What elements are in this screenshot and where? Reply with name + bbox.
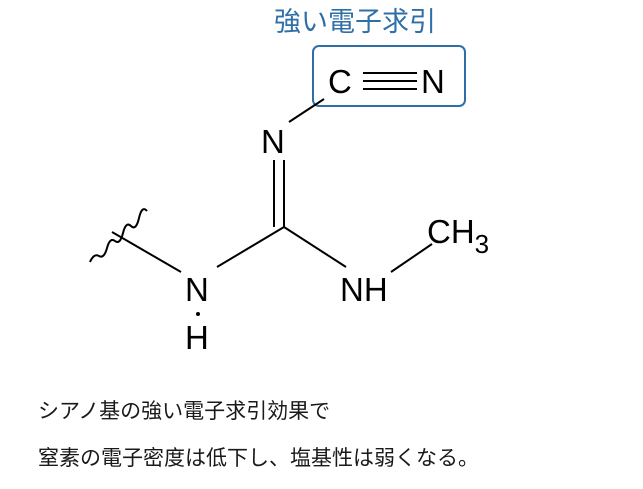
bond-central-c-to-right-nh [283,226,347,268]
imine-nitrogen-label: N [261,123,285,160]
bond-attachment-to-left-nh [111,231,182,273]
bond-central-c-to-left-nh [216,226,285,268]
triple-bond [363,72,417,90]
cyano-carbon-label: C [328,63,352,100]
caption-line-2: 窒素の電子密度は低下し、塩基性は弱くなる。 [38,446,479,470]
cyano-nitrogen-label: N [421,63,445,100]
methyl-label: CH3 [427,213,489,259]
cyano-highlight-box [312,45,466,107]
left-nh-hydrogen-label: H [185,319,209,356]
lone-pair-dot [196,312,200,316]
methyl-subscript: 3 [475,229,489,259]
highlight-label: 強い電子求引 [274,7,436,38]
caption-line-1: シアノ基の強い電子求引効果で [38,399,331,423]
bond-imine-n-to-cyano-c [288,98,325,123]
wavy-attachment-bond [89,208,148,263]
bond-right-nh-to-methyl [390,243,433,273]
left-nh-nitrogen-label: N [185,271,209,308]
double-bond [273,160,285,227]
right-nh-label: NH [340,271,388,308]
